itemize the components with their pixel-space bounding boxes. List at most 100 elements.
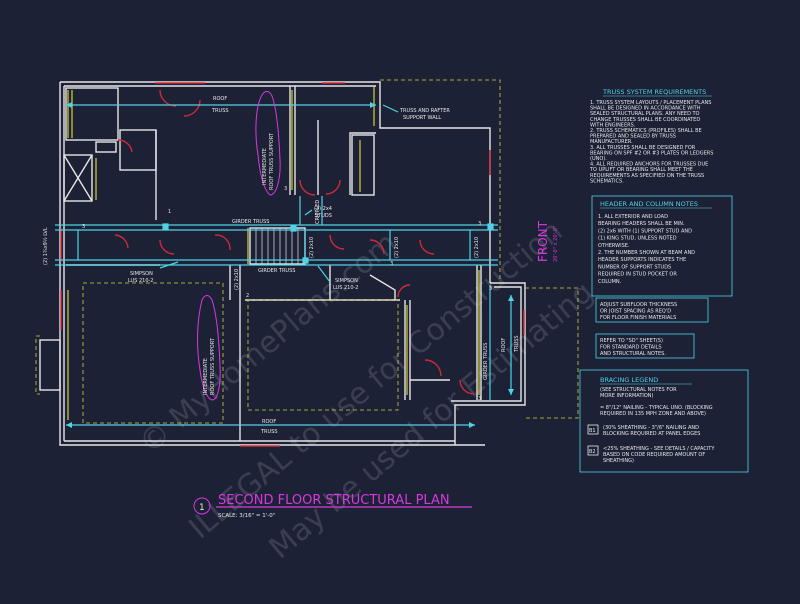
bracing-item3-3: SHEATHING) xyxy=(603,458,634,464)
label-lvl-right: (2) 2x10 xyxy=(474,237,480,258)
closet-right xyxy=(351,134,375,196)
exterior-wall-left xyxy=(59,82,485,446)
cloud-title-circle xyxy=(193,497,211,515)
dashed-outlines xyxy=(35,79,579,424)
truss-req-line: (UNO). xyxy=(590,156,607,162)
door-14 xyxy=(397,284,411,298)
label-post-2: 2 xyxy=(246,293,249,299)
bracing-item1-1: = 8"/12" NAILING - TYPICAL UNO. (BLOCKIN… xyxy=(600,405,713,411)
label-girder-truss-1: GIRDER TRUSS xyxy=(232,219,269,225)
header-column-line: HEADER SUPPORTS INDICATES THE xyxy=(598,257,686,263)
label-post-7: 3 xyxy=(390,261,393,267)
subfloor-line: FOR FLOOR FINISH MATERIALS xyxy=(600,315,676,321)
dashed-room-left xyxy=(82,282,224,424)
arrowhead-right-top xyxy=(508,295,514,301)
header-column-line: 2. THE NUMBER SHOWN AT BEAM AND xyxy=(598,250,695,256)
post-mark-c xyxy=(487,223,494,230)
subfloor-line: OR JOIST SPACING AS REQ'D xyxy=(600,309,671,315)
cloud-inter-bottom xyxy=(197,295,221,401)
arrowhead-top-left xyxy=(66,102,72,108)
door-4 xyxy=(299,179,316,196)
label-inter-bot-2: ROOF TRUSS SUPPORT xyxy=(210,337,216,395)
bracing-tag-b2: B2 xyxy=(589,449,596,455)
dashed-room-mid xyxy=(247,299,399,411)
closet-upper-left-2 xyxy=(119,129,157,171)
truss-req-line: TO UPLIFT OR BEARING SHALL MEET THE xyxy=(589,167,693,173)
label-roof-truss-bottom-1: ROOF xyxy=(262,419,276,425)
label-roof-truss-right-1: ROOF xyxy=(501,338,507,352)
bracing-item3-1: <25% SHEATHING - SEE DETAILS / CAPACITY xyxy=(603,446,715,452)
truss-req-heading: TRUSS SYSTEM REQUIREMENTS xyxy=(602,88,706,96)
label-post-5: 3 xyxy=(489,286,492,292)
drawing-title: SECOND FLOOR STRUCTURAL PLAN xyxy=(218,493,450,508)
truss-req-line: SCHEMATICS. xyxy=(590,178,624,184)
label-roof-truss-top-2: TRUSS xyxy=(211,108,229,114)
label-simpson-right-1: SIMPSON xyxy=(335,278,358,284)
post-mark-d xyxy=(162,223,169,230)
label-inter-bot-1: INTERMEDIATE xyxy=(203,358,209,395)
refer-box xyxy=(595,333,695,359)
header-column-line: 1. ALL EXTERIOR AND LOAD xyxy=(598,214,668,220)
post-mark-a xyxy=(290,225,297,232)
door-1 xyxy=(117,139,133,153)
truss-req-line: MANUFACTURER. xyxy=(590,139,633,145)
doors xyxy=(60,82,525,447)
detail-number: 1 xyxy=(199,503,205,513)
subfloor-line: ADJUST SUBFLOOR THICKNESS xyxy=(600,302,677,308)
label-post-4: 3 xyxy=(478,221,481,227)
door-6 xyxy=(114,234,129,249)
bracing-legend: BRACING LEGEND (SEE STRUCTURAL NOTES FOR… xyxy=(579,369,749,473)
shower xyxy=(63,154,93,202)
refer-note: REFER TO "SD" SHEET(S)FOR STANDARD DETAI… xyxy=(595,333,695,359)
leader-simpson-right xyxy=(317,265,331,283)
label-simpson-right-2: LUS 210-2 xyxy=(333,285,359,291)
header-column-heading: HEADER AND COLUMN NOTES xyxy=(600,200,698,208)
bracing-box xyxy=(579,369,749,473)
door-13 xyxy=(459,379,475,395)
header-column-line: OTHERWISE. xyxy=(598,243,630,249)
label-truss-rafter-2: SUPPORT WALL xyxy=(403,115,441,121)
label-girder-truss-v: GIRDER TRUSS xyxy=(483,343,489,380)
arrowhead-bottom-right xyxy=(469,422,475,428)
header-column-line: (1) KING STUD, UNLESS NOTED xyxy=(598,236,677,242)
door-3 xyxy=(183,99,201,117)
yellow-framing xyxy=(67,86,480,420)
front-label: FRONT xyxy=(536,220,550,262)
truss-req-line: SHALL BE DESIGNED IN ACCORDANCE WITH xyxy=(590,106,701,112)
truss-req-line: BEARING ON SPF #2 OR #3 PLATES OR LEDGER… xyxy=(590,150,713,156)
label-inter-top-1: INTERMEDIATE xyxy=(262,148,268,185)
arrowheads xyxy=(66,102,514,428)
header-column-line: REQUIRED IN STUD POCKET OR xyxy=(598,272,677,278)
cloud-inter-top xyxy=(255,90,281,196)
header-column-line: (2) 2x6 WITH (1) SUPPORT STUD AND xyxy=(598,228,692,234)
label-roof-truss-bottom-2: TRUSS xyxy=(260,429,278,435)
revision-clouds xyxy=(193,90,281,515)
post-mark-b xyxy=(302,257,309,264)
door-11 xyxy=(419,239,435,255)
label-roof-truss-right-2: TRUSS xyxy=(514,335,520,353)
truss-req-line: CHANGE TRUSSES SHALL BE COORDINATED xyxy=(590,117,700,123)
refer-line: REFER TO "SD" SHEET(S) xyxy=(600,338,663,344)
label-lvl-mid2: (2) 2x10 xyxy=(394,237,400,258)
leader-truss-rafter xyxy=(382,104,399,113)
truss-req-line: SEALED STRUCTURAL PLANS. ANY NEED TO xyxy=(590,111,700,117)
label-studs-1: (3) 2x4 xyxy=(314,206,332,212)
label-post-1: 1 xyxy=(168,209,171,215)
exterior-wall-top xyxy=(60,81,491,283)
truss-req-line: 1. TRUSS SYSTEM LAYOUTS / PLACEMENT PLAN… xyxy=(590,100,711,106)
label-girder-truss-2: GIRDER TRUSS xyxy=(258,268,295,274)
label-lvl-left: (2) 1¾x9½ LVL xyxy=(42,227,49,265)
bracing-item2-2: BLOCKING REQUIRED AT PANEL EDGES xyxy=(603,431,700,437)
label-post-8: 3 xyxy=(82,224,85,230)
refer-lines: REFER TO "SD" SHEET(S)FOR STANDARD DETAI… xyxy=(600,338,666,357)
bracing-tag-b1: B1 xyxy=(589,428,596,434)
bracing-sub-1: (SEE STRUCTURAL NOTES FOR xyxy=(600,387,677,393)
truss-requirements: TRUSS SYSTEM REQUIREMENTS 1. TRUSS SYSTE… xyxy=(589,88,713,184)
door-9 xyxy=(329,234,345,250)
label-truss-rafter-1: TRUSS AND RAFTER xyxy=(399,108,450,114)
